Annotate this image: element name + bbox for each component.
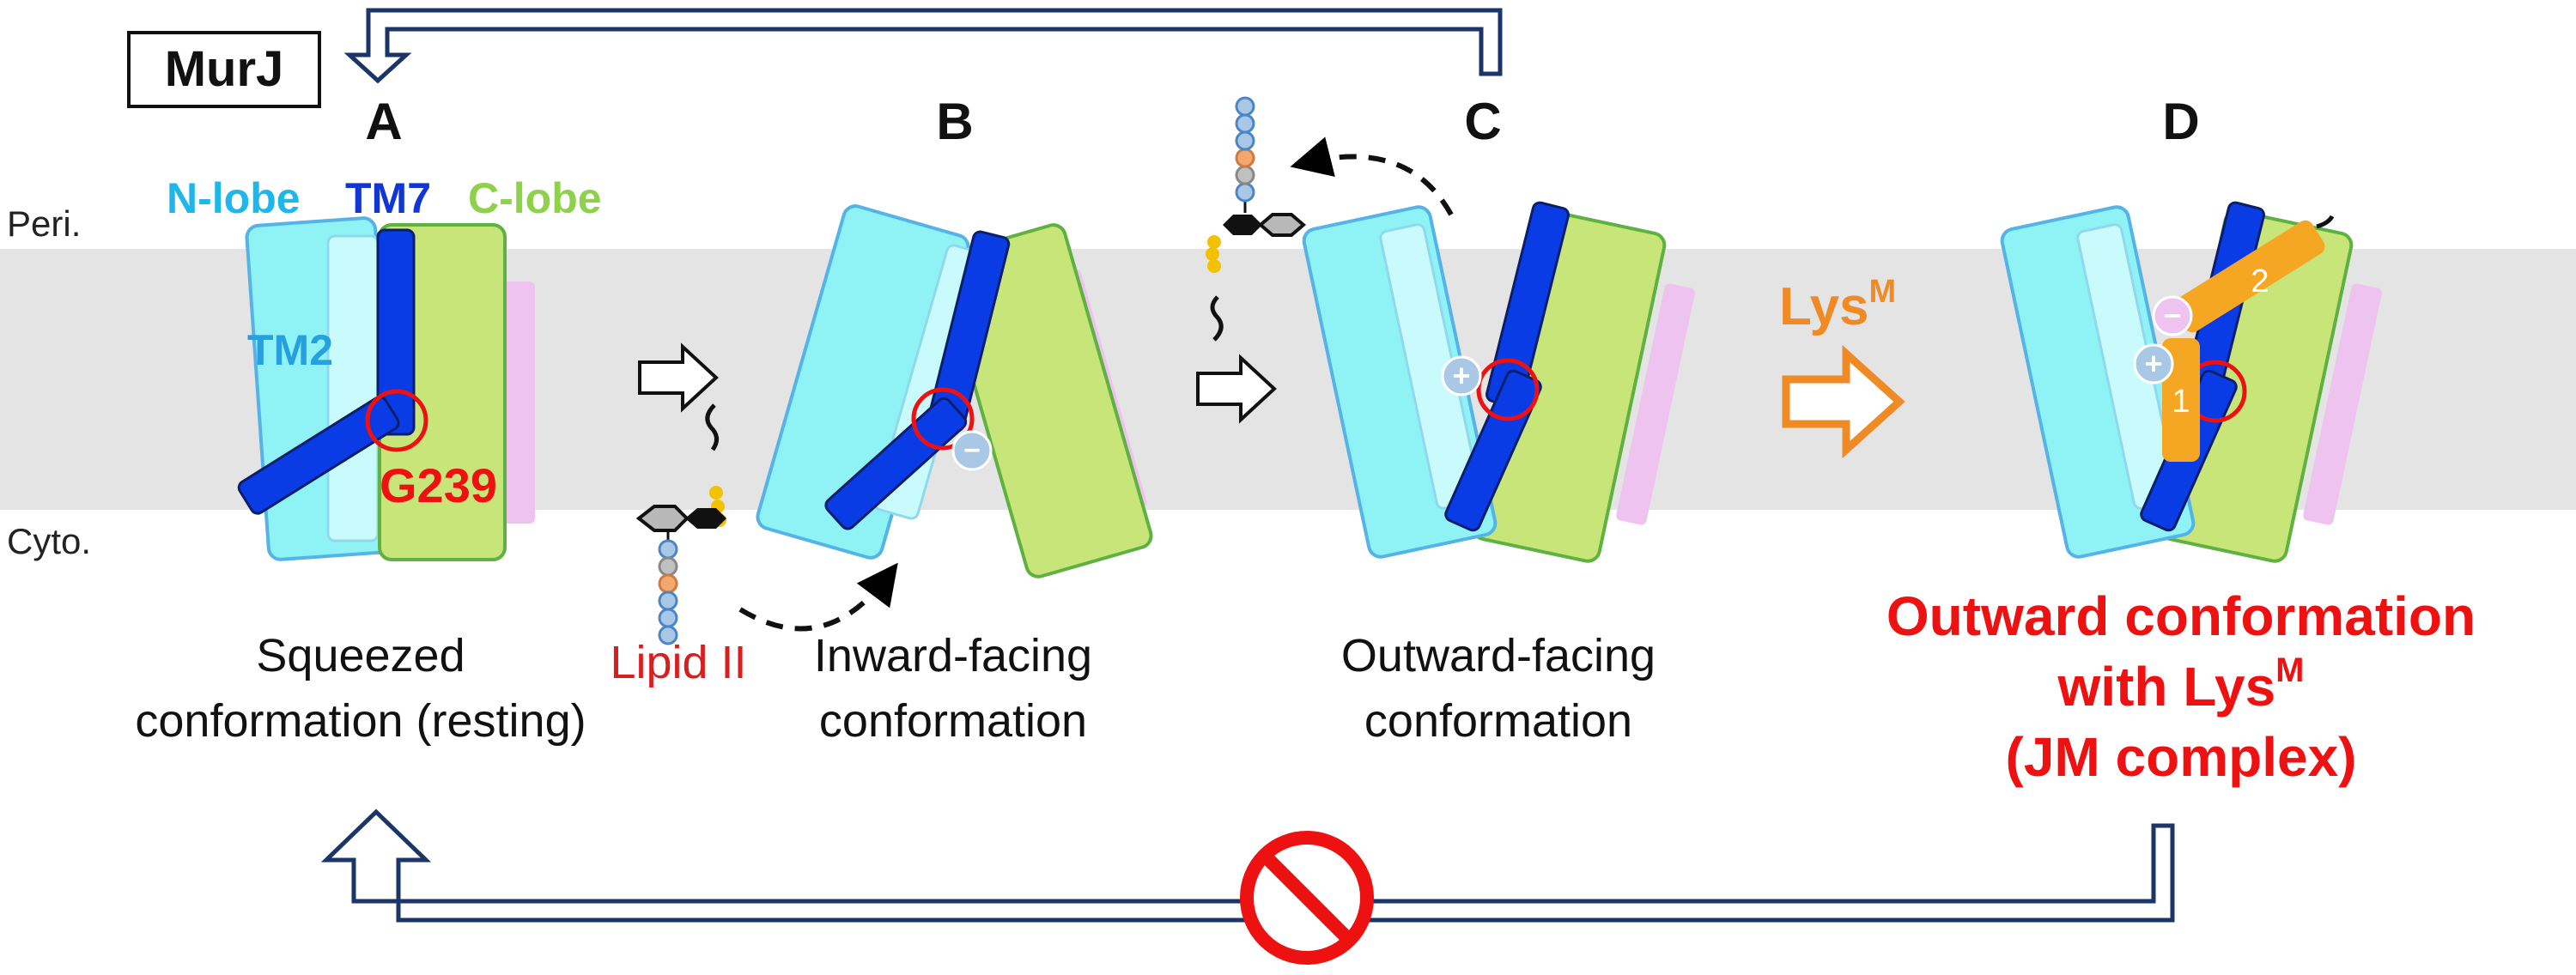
- lipid-ii-flipped-icon: [1206, 96, 1307, 342]
- state-d-transporter: 2 1 − +: [2000, 201, 2382, 563]
- svg-text:+: +: [2144, 346, 2162, 381]
- tm7-label: TM7: [345, 174, 431, 222]
- state-letter-b: B: [936, 93, 973, 150]
- state-letter-d: D: [2162, 93, 2199, 150]
- state-d-caption-line3: (JM complex): [2006, 726, 2357, 788]
- lysm-label: LysM: [1779, 274, 1896, 336]
- positive-charge-icon: +: [1441, 355, 1482, 397]
- murj-label-box: [127, 31, 321, 108]
- svg-text:−: −: [2163, 298, 2181, 333]
- murj-label: MurJ: [165, 41, 284, 97]
- c-lobe-label: C-lobe: [468, 174, 602, 222]
- state-b-caption-line1: Inward-facing: [814, 630, 1092, 681]
- top-return-arrow: [343, 8, 1503, 84]
- lysm-helix-2-label: 2: [2251, 263, 2269, 300]
- g239-label: G239: [380, 458, 497, 512]
- pink-helix-shape: [1616, 283, 1695, 525]
- prohibition-icon: [1240, 831, 1374, 965]
- n-lobe-label: N-lobe: [167, 174, 301, 222]
- tm2-label: TM2: [247, 326, 333, 374]
- lipid-ii-icon: [635, 403, 726, 645]
- state-b-transporter: −: [756, 204, 1153, 578]
- state-c-caption-line1: Outward-facing: [1341, 630, 1656, 681]
- state-letter-a: A: [365, 93, 402, 150]
- svg-text:−: −: [963, 434, 981, 467]
- bottom-return-arrow: [320, 808, 2175, 923]
- negative-charge-icon: −: [2152, 295, 2193, 336]
- tm7-helix: [1444, 201, 1570, 532]
- pink-helix-shape: [502, 282, 535, 524]
- tm2-shape: [326, 234, 380, 542]
- g239-marker: [911, 387, 975, 451]
- cytoplasm-label: Cyto.: [7, 521, 91, 561]
- state-a-caption-line2: conformation (resting): [135, 695, 586, 747]
- lysm-helix-1-label: 1: [2172, 384, 2190, 420]
- lipid-ii-flip-arrow: [738, 562, 898, 632]
- state-b-caption-line2: conformation: [819, 695, 1087, 747]
- step-arrow-a-b: [638, 342, 719, 413]
- pink-helix-shape: [2303, 283, 2382, 525]
- state-a-caption-line1: Squeezed: [256, 630, 465, 681]
- negative-charge-icon: −: [951, 430, 993, 471]
- step-arrow-b-c: [1196, 354, 1277, 424]
- state-letter-c: C: [1464, 93, 1501, 150]
- positive-charge-icon: +: [2133, 343, 2174, 385]
- tm7-helix: [824, 230, 1011, 530]
- state-d-caption-line2: with LysM: [2057, 651, 2305, 718]
- state-d-caption-line1: Outward conformation: [1886, 585, 2476, 647]
- state-c-caption-line2: conformation: [1364, 695, 1632, 747]
- svg-text:+: +: [1452, 358, 1470, 393]
- state-a-transporter: [237, 216, 535, 561]
- g239-marker: [365, 389, 428, 452]
- tm7-helix: [237, 228, 416, 515]
- periplasm-label: Peri.: [7, 203, 81, 244]
- lysm-helix-2: [2172, 220, 2325, 333]
- lipid-ii-label: Lipid II: [610, 637, 746, 688]
- lysm-binding-arrow: [1782, 344, 1905, 459]
- g239-marker: [1476, 358, 1540, 421]
- state-c-transporter: +: [1302, 201, 1695, 563]
- lipid-ii-release-arrow: [1290, 136, 1454, 216]
